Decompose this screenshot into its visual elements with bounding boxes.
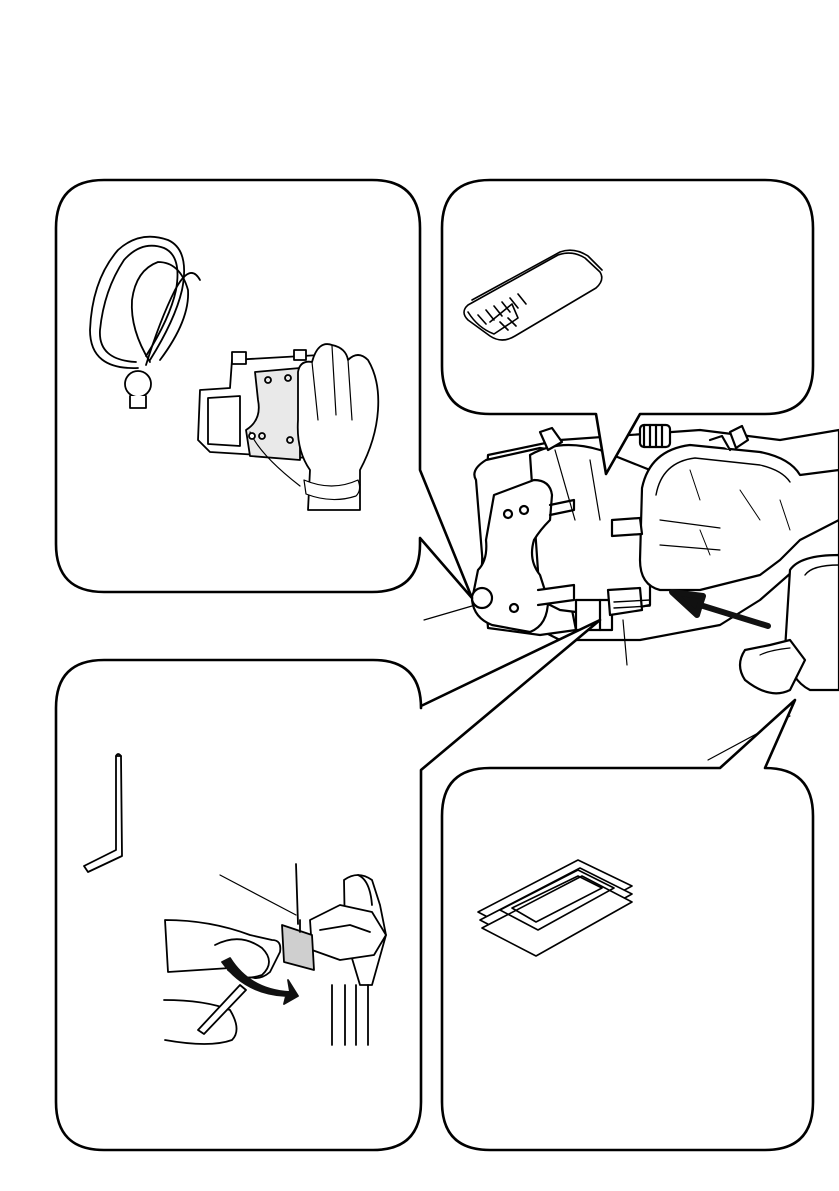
panel-diffuser (442, 180, 813, 474)
panel-strap (56, 180, 472, 598)
panel-filters (442, 700, 813, 1150)
housing-assembly-icon (472, 425, 839, 693)
